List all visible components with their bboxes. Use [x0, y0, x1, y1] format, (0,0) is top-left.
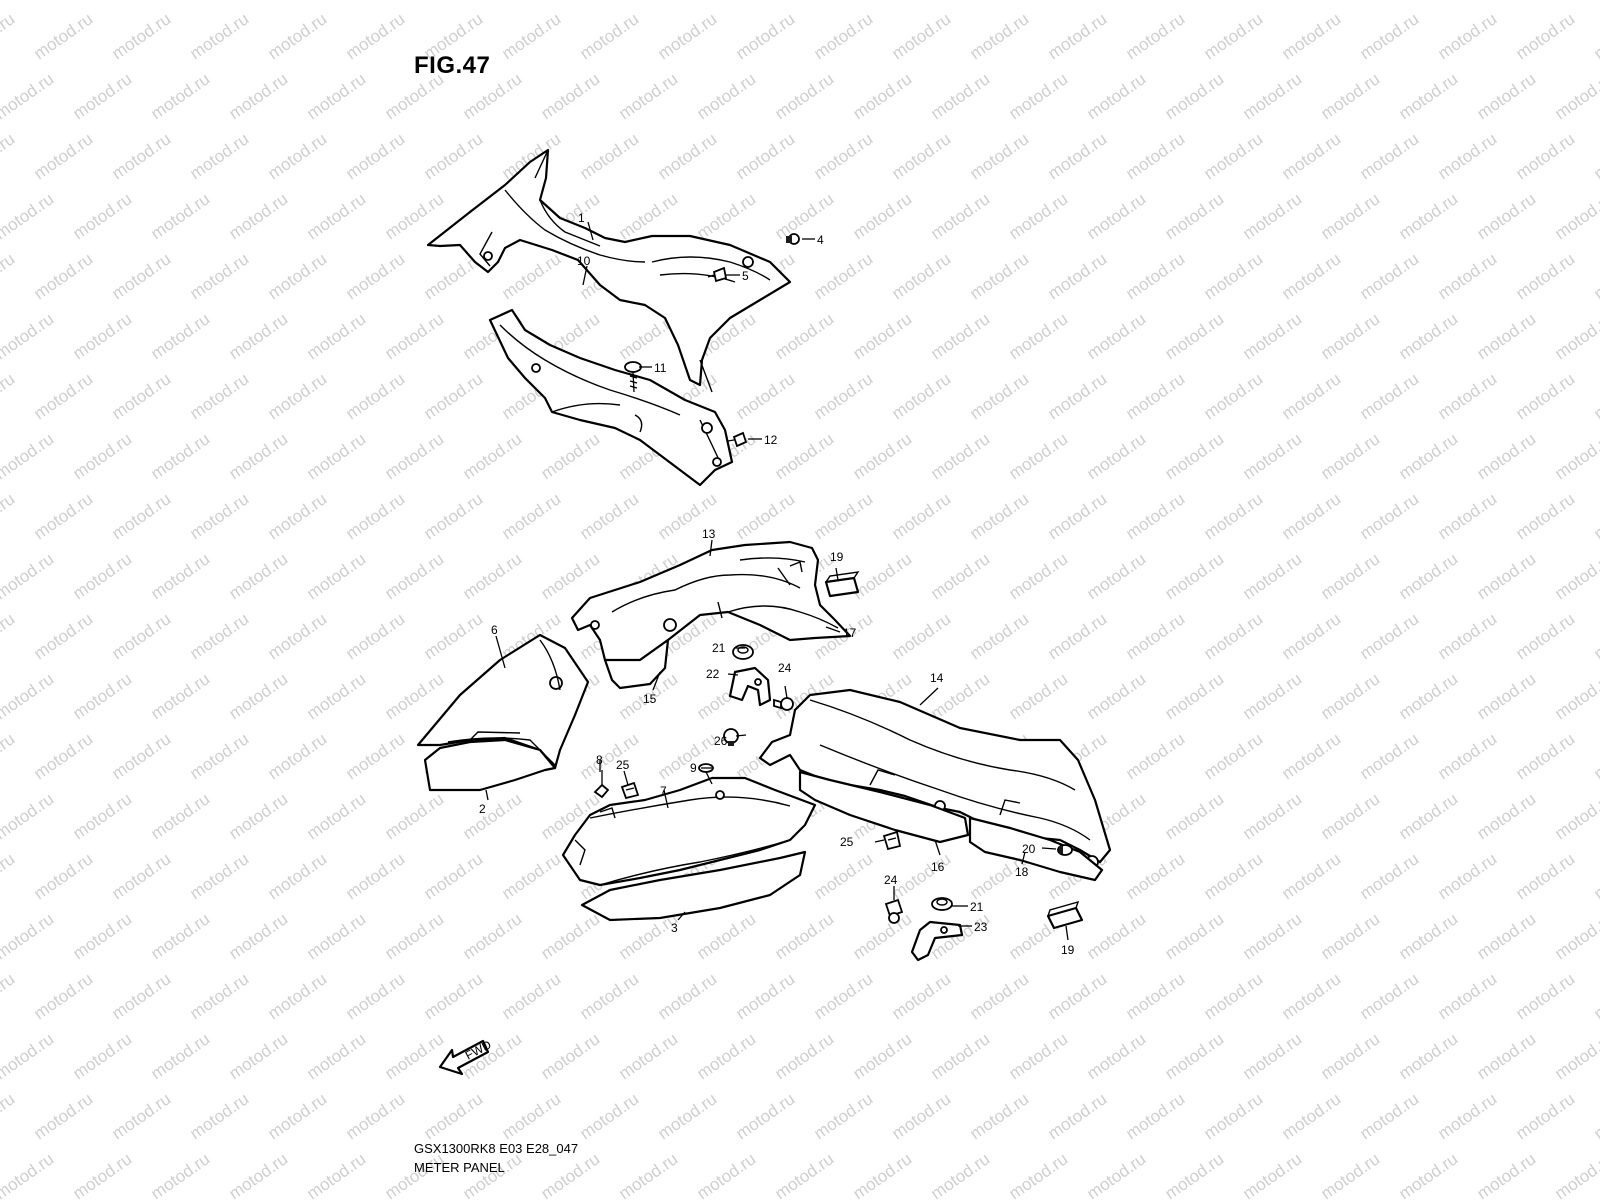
- callout-3: 3: [671, 921, 678, 935]
- part-16-right-lower-front: [798, 770, 970, 844]
- fwd-label: FWD: [463, 1037, 494, 1062]
- bracket-22: [728, 666, 772, 707]
- figure-code: GSX1300RK8 E03 E28_047: [414, 1141, 579, 1156]
- bracket-23: [910, 920, 964, 962]
- callout-1: 1: [578, 211, 585, 225]
- callout-21b: 21: [970, 900, 984, 914]
- part-2-left-lower-panel: [423, 738, 557, 792]
- nut-25-upper: [620, 781, 640, 800]
- callout-20: 20: [1022, 842, 1036, 856]
- callout-21a: 21: [712, 641, 726, 655]
- callout-15: 15: [643, 692, 657, 706]
- screw-5: [707, 266, 728, 283]
- leader-lines: [485, 221, 1069, 941]
- part-10-lower-inner-panel: [488, 308, 734, 487]
- grommet-21-upper: [732, 644, 754, 660]
- nut-25-lower: [882, 830, 902, 851]
- callout-16: 16: [931, 860, 945, 874]
- callout-24a: 24: [778, 661, 792, 675]
- bolt-24-upper: [773, 697, 794, 711]
- figure-number: FIG.47: [414, 52, 491, 79]
- part-15-lower-duct-edge: [603, 638, 670, 690]
- callout-26: 26: [714, 734, 728, 748]
- callout-24b: 24: [884, 873, 898, 887]
- callout-11: 11: [654, 361, 667, 375]
- part-13-center-duct: [570, 540, 852, 674]
- part-6-left-upper-panel: [416, 633, 590, 770]
- callout-7: 7: [660, 784, 667, 798]
- callout-2: 2: [479, 802, 486, 816]
- callout-6: 6: [491, 623, 498, 637]
- part-1-upper-inner-panel: [426, 148, 792, 393]
- forward-direction-arrow-icon: FWD: [438, 1037, 494, 1076]
- clip-26: [723, 728, 739, 746]
- grommet-21-lower: [931, 897, 953, 911]
- callout-8: 8: [596, 753, 603, 767]
- screw-11: [624, 361, 642, 393]
- callout-18: 18: [1015, 865, 1029, 879]
- callout-17: 17: [843, 626, 857, 640]
- callout-numbers: 1 4 5 10 11 12 13 19 17 21 22 24 15 14 6…: [479, 211, 1075, 957]
- part-3-center-lower-panel: [580, 850, 807, 922]
- screw-4: [786, 233, 800, 245]
- callout-10: 10: [577, 254, 591, 268]
- screw-12: [727, 431, 748, 448]
- callout-25b: 25: [840, 835, 854, 849]
- callout-14: 14: [930, 671, 944, 685]
- part-19-cushion-lower: [1046, 900, 1084, 930]
- bolt-24-lower: [884, 898, 904, 924]
- figure-title: METER PANEL: [414, 1160, 505, 1175]
- callout-12: 12: [764, 433, 778, 447]
- part-19-cushion-upper: [824, 571, 860, 598]
- callout-23: 23: [974, 920, 988, 934]
- screw-8: [593, 770, 610, 799]
- callout-5: 5: [742, 269, 749, 283]
- callout-19a: 19: [830, 550, 844, 564]
- callout-25a: 25: [616, 758, 630, 772]
- part-7-center-panel: [561, 776, 817, 887]
- callout-22: 22: [706, 667, 720, 681]
- callout-19b: 19: [1061, 943, 1075, 957]
- screw-20: [1057, 844, 1073, 856]
- callout-13: 13: [702, 527, 716, 541]
- callout-4: 4: [817, 233, 824, 247]
- part-18-right-lower-rear: [968, 816, 1104, 882]
- callout-9: 9: [690, 761, 697, 775]
